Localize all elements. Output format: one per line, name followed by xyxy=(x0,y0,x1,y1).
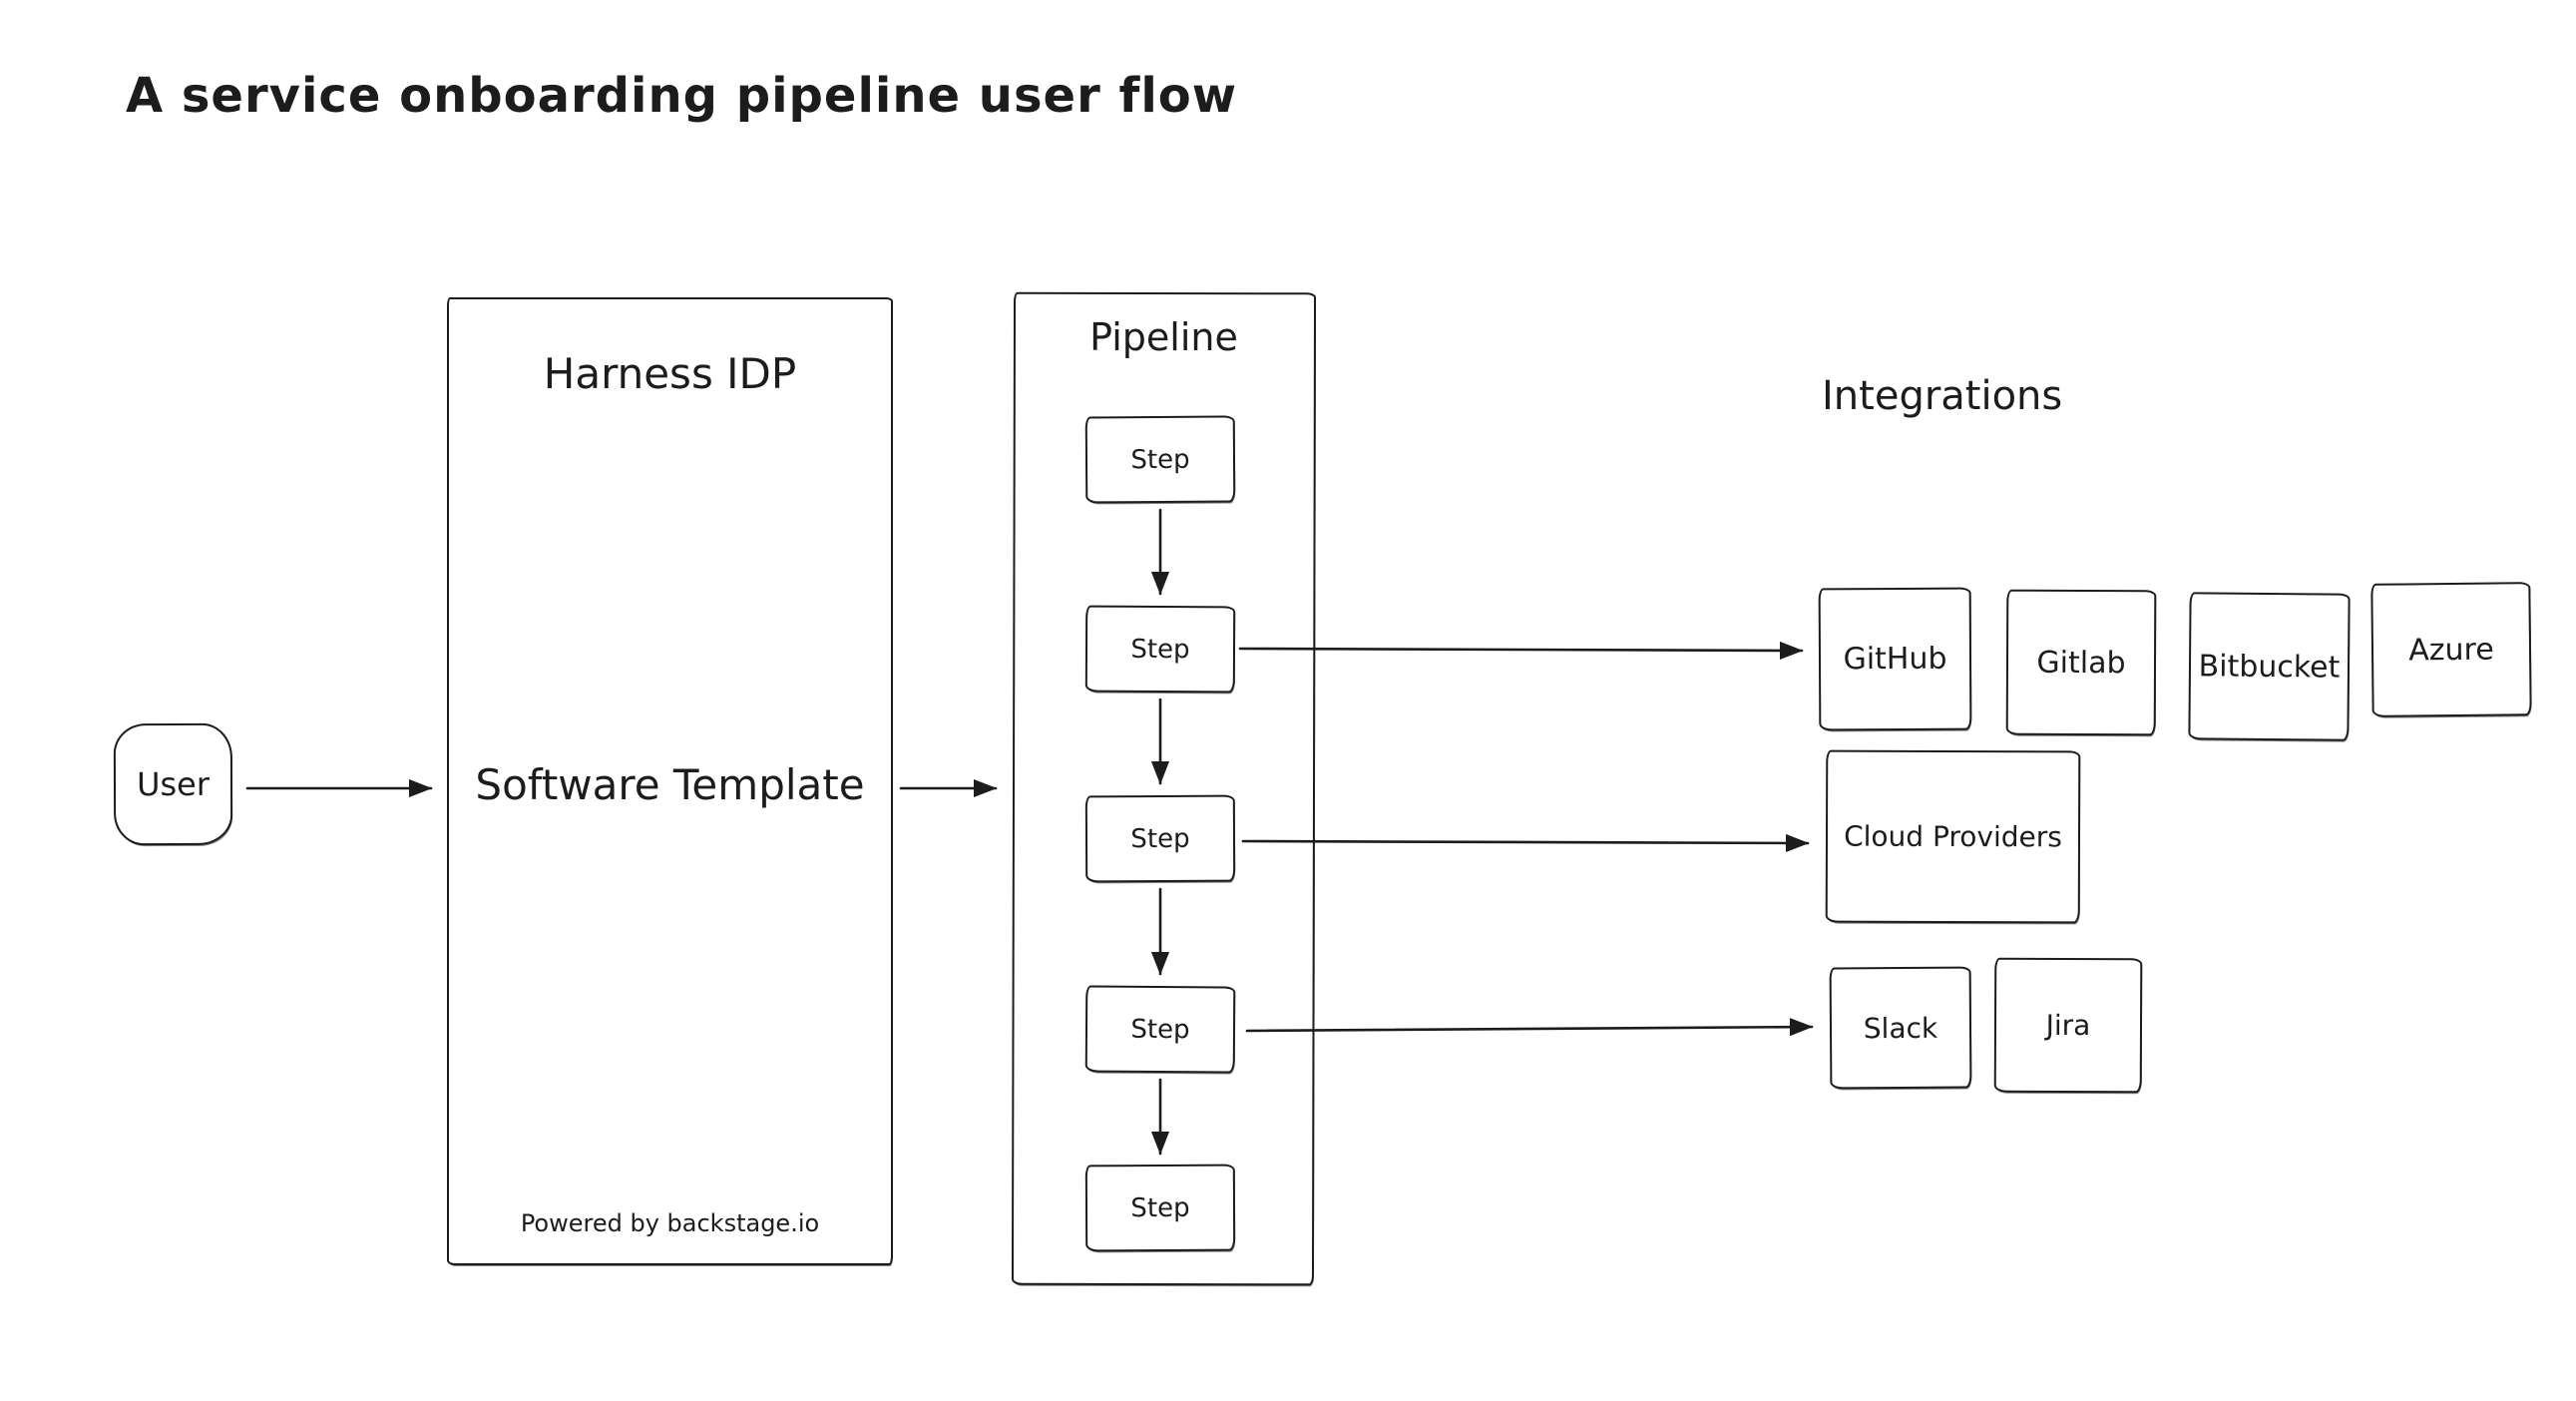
pipeline-step-1-label: Step xyxy=(1130,444,1190,475)
integration-cloud-providers-label: Cloud Providers xyxy=(1844,819,2062,854)
diagram-title: A service onboarding pipeline user flow xyxy=(126,68,1238,124)
user-node: User xyxy=(113,722,233,846)
user-node-label: User xyxy=(136,764,211,804)
integration-azure-label: Azure xyxy=(2408,632,2494,668)
powered-by-backstage-label: Powered by backstage.io xyxy=(520,1209,820,1237)
arrow-step2-to-github xyxy=(1238,641,1804,661)
pipeline-step-4-label: Step xyxy=(1130,1014,1190,1045)
pipeline-step-2-label: Step xyxy=(1130,634,1190,665)
pipeline-step-4: Step xyxy=(1084,985,1236,1074)
harness-idp-title: Harness IDP xyxy=(543,349,797,398)
integration-github: GitHub xyxy=(1818,587,1972,731)
integration-bitbucket: Bitbucket xyxy=(2188,592,2351,741)
pipeline-step-2: Step xyxy=(1084,605,1236,694)
integration-slack: Slack xyxy=(1829,966,1972,1090)
software-template-label: Software Template xyxy=(475,760,865,809)
pipeline-step-3: Step xyxy=(1084,794,1236,883)
pipeline-title: Pipeline xyxy=(1089,315,1238,359)
harness-idp-container xyxy=(447,297,893,1265)
integration-slack-label: Slack xyxy=(1863,1011,1938,1045)
integration-gitlab-label: Gitlab xyxy=(2036,645,2126,681)
integration-cloud-providers: Cloud Providers xyxy=(1825,749,2081,924)
pipeline-step-3-label: Step xyxy=(1130,823,1190,854)
integration-bitbucket-label: Bitbucket xyxy=(2198,648,2341,686)
pipeline-step-1: Step xyxy=(1084,415,1236,504)
arrow-step4-to-slack xyxy=(1245,1018,1814,1037)
integration-jira: Jira xyxy=(1993,957,2143,1094)
integration-github-label: GitHub xyxy=(1843,641,1947,678)
integration-jira-label: Jira xyxy=(2045,1008,2091,1043)
integrations-title: Integrations xyxy=(1822,373,2063,419)
pipeline-step-5-label: Step xyxy=(1130,1192,1190,1223)
arrow-step3-to-cloud-providers xyxy=(1241,833,1810,853)
integration-azure: Azure xyxy=(2370,582,2532,717)
pipeline-step-5: Step xyxy=(1084,1164,1236,1252)
integration-gitlab: Gitlab xyxy=(2005,589,2157,736)
